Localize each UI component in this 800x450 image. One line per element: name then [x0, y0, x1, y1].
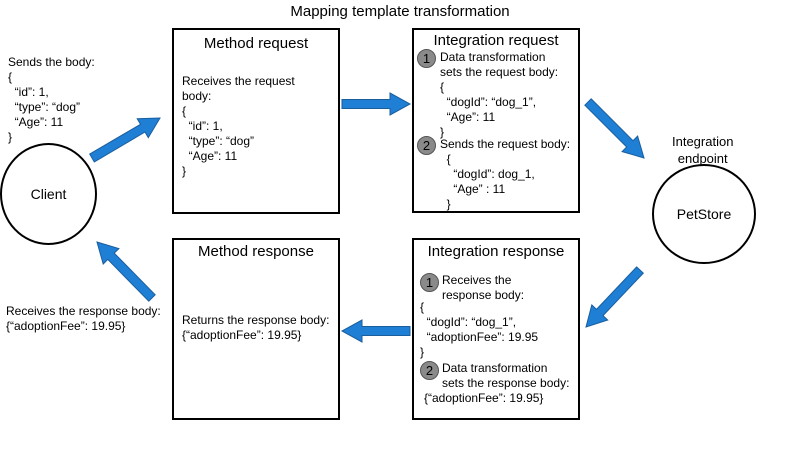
client-node: Client	[0, 143, 97, 245]
arrow-integration-request-to-endpoint	[584, 98, 645, 159]
integration-endpoint-label: Integration endpoint	[672, 134, 734, 166]
integration-response-step2-body: {“adoptionFee”: 19.95}	[424, 391, 544, 405]
integration-request-step1-text: Data transformation sets the request bod…	[440, 50, 559, 139]
integration-request-title: Integration request	[433, 32, 559, 49]
method-request-box: Method request Receives the request body…	[172, 28, 340, 214]
integration-response-step2-text: Data transformation sets the response bo…	[442, 361, 570, 390]
client-receives-label: Receives the response body:	[6, 304, 161, 318]
step-2-badge: 2	[420, 361, 439, 380]
arrow-integration-response-to-method-response	[340, 319, 411, 343]
client-receives-value: {“adoptionFee”: 19.95}	[6, 319, 126, 333]
arrow-endpoint-to-integration-response	[585, 266, 645, 328]
method-request-body: Receives the request body: { “id”: 1, “t…	[182, 74, 295, 178]
diagram-title: Mapping template transformation	[290, 3, 510, 20]
arrow-method-to-integration-request	[341, 92, 412, 116]
client-sends-body-text: Sends the body: { “id”: 1, “type”: “dog”…	[8, 55, 95, 144]
method-request-title: Method request	[203, 35, 309, 52]
method-response-title: Method response	[198, 243, 314, 260]
arrow-client-to-method-request	[89, 117, 161, 163]
integration-response-box: Integration response 1 Receives the resp…	[412, 238, 580, 420]
method-response-body: Returns the response body: {“adoptionFee…	[182, 313, 330, 342]
petstore-label: PetStore	[676, 206, 732, 222]
client-label: Client	[30, 186, 67, 202]
integration-response-step1-text: Receives the response body:	[442, 273, 525, 302]
integration-response-title: Integration response	[427, 243, 565, 260]
step-1-badge: 1	[417, 49, 436, 68]
petstore-node: PetStore	[652, 164, 756, 264]
step-2-badge: 2	[417, 136, 436, 155]
step-1-badge: 1	[420, 273, 439, 292]
method-response-box: Method response Returns the response bod…	[172, 238, 340, 420]
arrow-method-response-to-client	[96, 241, 156, 302]
integration-request-box: Integration request 1 Data transformatio…	[412, 28, 580, 213]
integration-request-step2-text: Sends the request body: { “dogId”: dog_1…	[440, 137, 571, 211]
integration-response-step1-body: { “dogId”: “dog_1”, “adoptionFee”: 19.95…	[420, 300, 539, 359]
